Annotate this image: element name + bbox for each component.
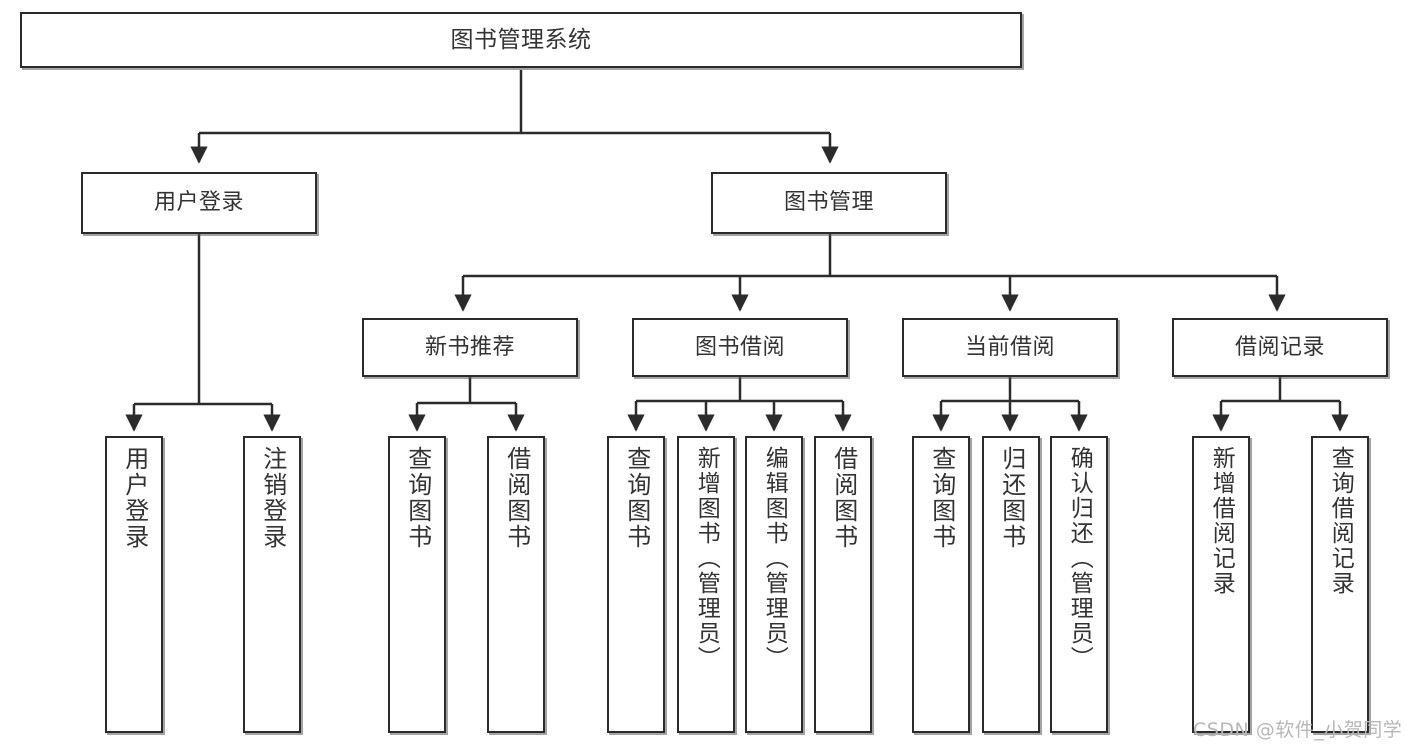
leaf-borrow-book-recommend[interactable]: 借阅图书 — [487, 436, 545, 733]
leaf-query-book-recommend[interactable]: 查询图书 — [388, 436, 446, 733]
node-label: 借阅记录 — [1234, 334, 1325, 360]
node-label: 查询借阅记录 — [1327, 446, 1354, 596]
watermark-csdn: CSDN @软件_小贺同学 — [1193, 719, 1403, 741]
node-current-borrowing[interactable]: 当前借阅 — [902, 318, 1118, 377]
node-label: 编辑图书（管理员） — [761, 446, 788, 671]
node-new-book-recommendation[interactable]: 新书推荐 — [362, 318, 578, 377]
node-label: 借阅图书 — [829, 446, 858, 550]
leaf-query-book-current[interactable]: 查询图书 — [912, 436, 970, 733]
leaf-logout[interactable]: 注销登录 — [243, 436, 301, 733]
node-label: 用户登录 — [153, 190, 244, 216]
node-label: 图书管理 — [783, 190, 874, 216]
node-label: 确认归还（管理员） — [1066, 446, 1093, 671]
node-root-book-management-system[interactable]: 图书管理系统 — [20, 12, 1022, 68]
leaf-query-borrow-record[interactable]: 查询借阅记录 — [1311, 436, 1369, 733]
leaf-query-book-borrow[interactable]: 查询图书 — [607, 436, 665, 733]
node-book-borrowing[interactable]: 图书借阅 — [632, 318, 848, 377]
node-label: 图书管理系统 — [450, 26, 592, 53]
leaf-user-login[interactable]: 用户登录 — [105, 436, 163, 733]
node-label: 新增借阅记录 — [1208, 446, 1235, 596]
node-label: 用户登录 — [120, 446, 149, 550]
node-label: 注销登录 — [258, 446, 287, 550]
node-label: 查询图书 — [622, 446, 651, 550]
node-label: 归还图书 — [997, 446, 1026, 550]
node-label: 新书推荐 — [424, 334, 515, 360]
leaf-borrow-book[interactable]: 借阅图书 — [814, 436, 872, 733]
leaf-add-borrow-record[interactable]: 新增借阅记录 — [1192, 436, 1250, 733]
node-label: 借阅图书 — [502, 446, 531, 550]
node-label: 查询图书 — [403, 446, 432, 550]
node-user-login[interactable]: 用户登录 — [81, 172, 317, 234]
node-label: 当前借阅 — [964, 334, 1055, 360]
node-label: 图书借阅 — [694, 334, 785, 360]
leaf-add-book-admin[interactable]: 新增图书（管理员） — [677, 436, 735, 733]
node-label: 查询图书 — [927, 446, 956, 550]
leaf-confirm-return-admin[interactable]: 确认归还（管理员） — [1050, 436, 1108, 733]
leaf-edit-book-admin[interactable]: 编辑图书（管理员） — [745, 436, 803, 733]
node-borrowing-record[interactable]: 借阅记录 — [1172, 318, 1388, 377]
node-label: 新增图书（管理员） — [693, 446, 720, 671]
leaf-return-book[interactable]: 归还图书 — [982, 436, 1040, 733]
node-book-management[interactable]: 图书管理 — [711, 172, 947, 234]
